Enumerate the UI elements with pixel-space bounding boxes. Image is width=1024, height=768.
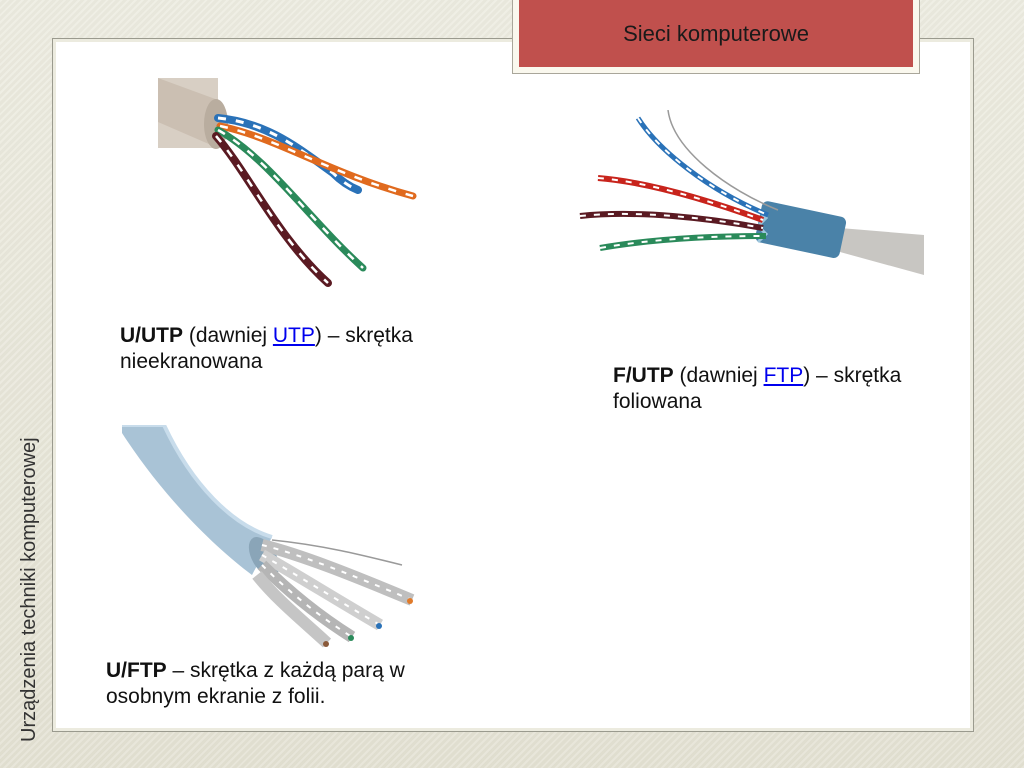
caption-utp-pre: (dawniej [183, 324, 273, 347]
caption-utp-term: U/UTP [120, 324, 183, 347]
caption-utp-post: ) – skrętka nieekranowana [120, 324, 413, 373]
vertical-side-label: Urządzenia techniki komputerowej [18, 437, 40, 742]
caption-uftp: U/FTP – skrętka z każdą parą w osobnym e… [106, 658, 486, 710]
caption-futp-post: ) – skrętka foliowana [613, 364, 902, 413]
ftp-link[interactable]: FTP [763, 364, 804, 387]
futp-cable-photo [579, 110, 924, 275]
caption-uftp-term: U/FTP [106, 659, 167, 682]
title-tab: Sieci komputerowe [512, 0, 920, 74]
uftp-cable-photo [122, 425, 415, 648]
slide-title: Sieci komputerowe [519, 0, 913, 67]
utp-link[interactable]: UTP [272, 324, 315, 347]
caption-futp: F/UTP (dawniej FTP) – skrętka foliowana [613, 363, 913, 415]
caption-uftp-post: – skrętka z każdą parą w osobnym ekranie… [106, 659, 405, 708]
caption-futp-pre: (dawniej [673, 364, 764, 387]
content-frame [52, 38, 974, 732]
utp-cable-photo [158, 78, 417, 287]
caption-utp: U/UTP (dawniej UTP) – skrętka nieekranow… [120, 323, 490, 375]
caption-futp-term: F/UTP [613, 364, 674, 387]
